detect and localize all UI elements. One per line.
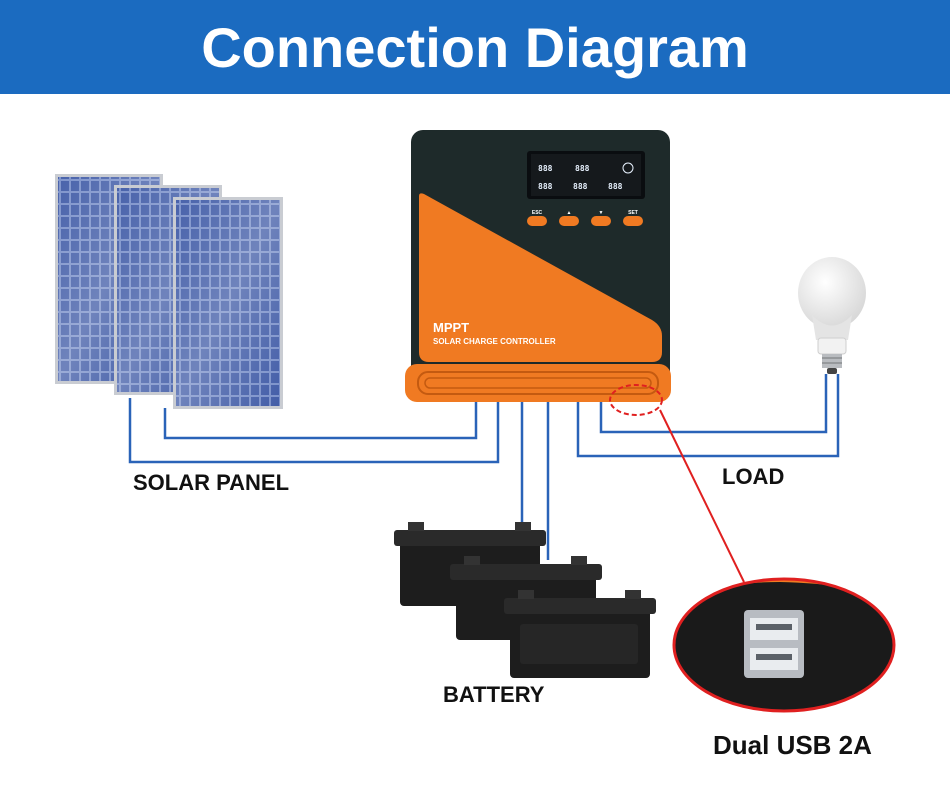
solar-panel-label: SOLAR PANEL bbox=[133, 470, 290, 495]
battery-group bbox=[394, 522, 656, 678]
usb-callout bbox=[609, 384, 896, 713]
lcd-voltage-readout: 888 bbox=[538, 182, 553, 191]
lcd-solar-readout: 888 bbox=[538, 164, 553, 173]
lcd-current-readout: 888 bbox=[573, 182, 588, 191]
bulb-indicator-icon bbox=[622, 162, 634, 174]
usb-highlight-circle bbox=[609, 384, 663, 416]
controller-subtitle: SOLAR CHARGE CONTROLLER bbox=[433, 337, 556, 346]
solar-wire-negative bbox=[163, 400, 478, 440]
usb-zoom-circle bbox=[672, 577, 896, 713]
charge-controller: MPPT SOLAR CHARGE CONTROLLER 888 888 888… bbox=[405, 130, 671, 402]
lcd-display: 888 888 888 888 888 bbox=[527, 151, 645, 199]
controller-model: MPPT bbox=[433, 320, 469, 335]
button-set-label: SET bbox=[628, 210, 638, 216]
terminal-block bbox=[405, 364, 671, 402]
title-banner: Connection Diagram bbox=[0, 0, 950, 94]
callout-line bbox=[659, 409, 745, 583]
button-up[interactable]: ▲ bbox=[559, 210, 579, 226]
button-esc-label: ESC bbox=[532, 210, 543, 216]
load-wire-positive bbox=[576, 374, 840, 458]
solar-wire-positive bbox=[128, 398, 500, 464]
battery bbox=[504, 590, 656, 678]
arrow-down-icon: ▼ bbox=[599, 210, 604, 216]
button-down[interactable]: ▼ bbox=[591, 210, 611, 226]
solar-panel bbox=[173, 197, 283, 409]
solar-panel-group bbox=[55, 174, 283, 409]
page-title: Connection Diagram bbox=[201, 15, 749, 79]
lcd-load-readout: 888 bbox=[608, 182, 623, 191]
button-set[interactable]: SET bbox=[623, 210, 643, 226]
load-label: LOAD bbox=[722, 464, 785, 489]
lcd-battery-readout: 888 bbox=[575, 164, 590, 173]
light-bulb-icon bbox=[798, 257, 866, 374]
button-esc[interactable]: ESC bbox=[527, 210, 547, 226]
load-wire-negative bbox=[599, 374, 828, 434]
usb-label: Dual USB 2A bbox=[713, 730, 872, 760]
arrow-up-icon: ▲ bbox=[567, 210, 572, 216]
wiring bbox=[128, 374, 840, 560]
battery-label: BATTERY bbox=[443, 682, 545, 707]
